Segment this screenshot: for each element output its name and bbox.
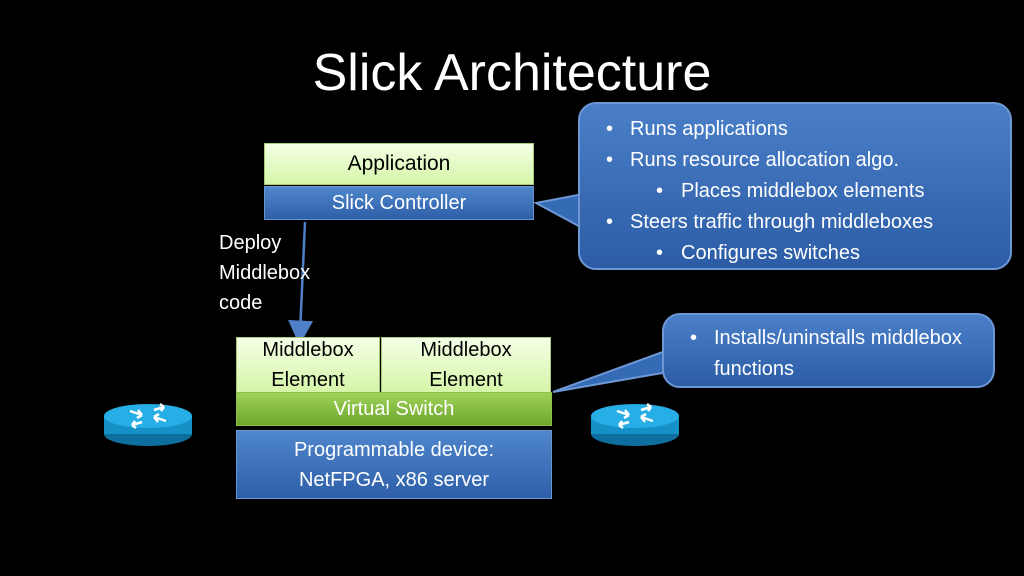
- middlebox-1-line-2: Element: [271, 369, 345, 391]
- virtual-switch-box: Virtual Switch: [236, 392, 552, 426]
- programmable-device-box: Programmable device: NetFPGA, x86 server: [236, 430, 552, 499]
- device-line-2: NetFPGA, x86 server: [298, 468, 490, 491]
- controller-callout: Runs applications Runs resource allocati…: [578, 102, 1012, 270]
- application-box: Application: [264, 143, 534, 185]
- controller-callout-item: Runs resource allocation algo.: [594, 145, 1000, 176]
- middlebox-element-2: Middlebox Element: [381, 337, 551, 393]
- middlebox-1-line-1: Middlebox: [262, 339, 354, 361]
- controller-callout-item: Steers traffic through middleboxes: [594, 207, 1000, 238]
- switch-callout-item: Installs/uninstalls middlebox functions: [678, 323, 983, 385]
- middlebox-element-1: Middlebox Element: [236, 337, 380, 393]
- router-icon: [104, 403, 192, 446]
- switch-callout-tail: [552, 348, 669, 393]
- controller-callout-item: Runs applications: [594, 114, 1000, 145]
- slick-controller-label: Slick Controller: [331, 191, 467, 214]
- deploy-line-3: code: [219, 292, 263, 314]
- router-icon: [591, 403, 679, 446]
- deploy-line-2: Middlebox: [219, 262, 311, 284]
- virtual-switch-label: Virtual Switch: [333, 397, 455, 420]
- deploy-middlebox-label: Deploy Middlebox code: [219, 228, 339, 318]
- device-line-1: Programmable device:: [293, 438, 495, 461]
- middlebox-2-line-1: Middlebox: [420, 339, 512, 361]
- deploy-line-1: Deploy: [219, 232, 282, 254]
- switch-callout: Installs/uninstalls middlebox functions: [662, 313, 995, 388]
- middlebox-2-line-2: Element: [429, 369, 503, 391]
- controller-callout-subitem: Places middlebox elements: [594, 176, 1000, 207]
- slide-title: Slick Architecture: [312, 44, 712, 102]
- application-label: Application: [347, 152, 451, 175]
- controller-callout-subitem: Configures switches: [594, 238, 1000, 269]
- slick-controller-box: Slick Controller: [264, 186, 534, 220]
- deploy-arrow: [288, 221, 314, 346]
